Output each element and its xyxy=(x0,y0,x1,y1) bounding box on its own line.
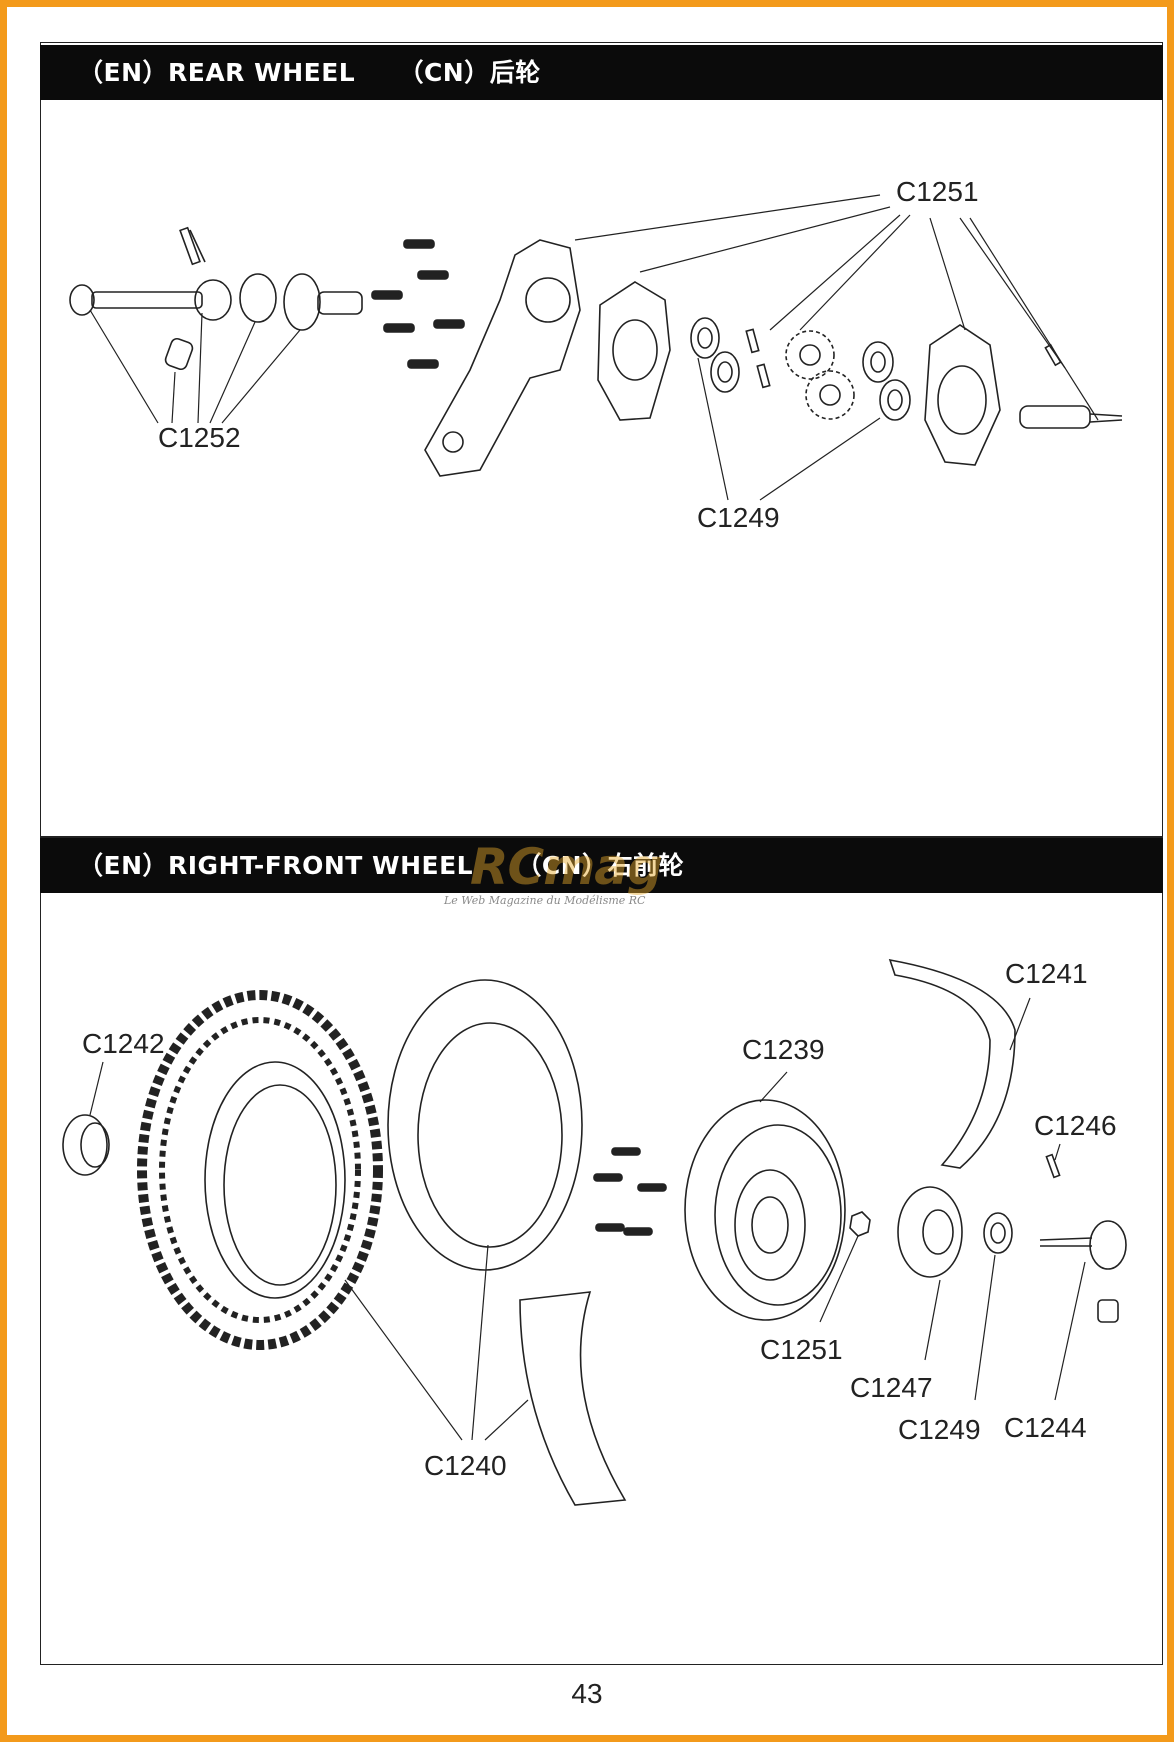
watermark-tagline: Le Web Magazine du Modélisme RC xyxy=(444,894,646,907)
callout-label: C1241 xyxy=(1005,958,1088,989)
watermark-logo: RCmag xyxy=(470,838,663,896)
rear-gear-housing xyxy=(597,281,671,421)
front-pin xyxy=(1045,1153,1061,1179)
section-title-en: （EN）REAR WHEEL xyxy=(78,58,356,87)
callout-label: C1242 xyxy=(82,1028,165,1059)
front-axle xyxy=(1039,1220,1127,1323)
front-tire xyxy=(137,990,383,1350)
front-bead-lock xyxy=(888,958,1016,1169)
front-rim xyxy=(684,1099,846,1321)
rear-screws xyxy=(371,239,465,369)
callout-label: C1249 xyxy=(697,502,780,533)
rear-plate xyxy=(424,239,581,477)
section-title-cn: （CN）右前轮 xyxy=(516,851,685,880)
rear-leader-lines xyxy=(89,194,1099,501)
section-header-right-front-wheel: （EN）RIGHT-FRONT WHEEL （CN）右前轮 xyxy=(40,838,1163,893)
callout-label: C1246 xyxy=(1034,1110,1117,1141)
callout-label: C1252 xyxy=(158,422,241,453)
rear-o-ring xyxy=(239,273,277,323)
section-title-en: （EN）RIGHT-FRONT WHEEL xyxy=(78,851,474,880)
callout-label: C1251 xyxy=(760,1334,843,1365)
front-screws xyxy=(593,1147,667,1236)
callout-label: C1240 xyxy=(424,1450,507,1481)
watermark: RCmag Le Web Magazine du Modélisme RC xyxy=(440,836,740,907)
callout-label: C1251 xyxy=(896,176,979,207)
rear-bearings-1 xyxy=(690,317,740,393)
front-bearing xyxy=(983,1212,1013,1254)
front-hex-nut xyxy=(849,1211,871,1237)
rear-axle xyxy=(1019,343,1123,429)
callout-label: C1244 xyxy=(1004,1412,1087,1443)
callout-label: C1247 xyxy=(850,1372,933,1403)
rear-cup-joint xyxy=(283,273,363,331)
front-hub-adapter xyxy=(897,1186,963,1278)
rear-gears xyxy=(785,330,855,420)
callout-label: C1249 xyxy=(898,1414,981,1445)
rear-gearbox-cover xyxy=(924,324,1001,466)
section-header-rear-wheel: （EN）REAR WHEEL （CN）后轮 xyxy=(40,45,1163,100)
section-divider xyxy=(40,836,1163,838)
front-foam-insert xyxy=(387,979,627,1506)
rear-pins xyxy=(745,328,771,389)
rear-drive-shaft xyxy=(69,226,232,371)
callout-label: C1239 xyxy=(742,1034,825,1065)
front-leader-lines xyxy=(89,997,1086,1441)
front-hub-cap xyxy=(62,1114,110,1176)
page-number: 43 xyxy=(571,1678,603,1709)
rear-bearings-2 xyxy=(862,341,911,421)
section-title-cn: （CN）后轮 xyxy=(398,58,541,87)
